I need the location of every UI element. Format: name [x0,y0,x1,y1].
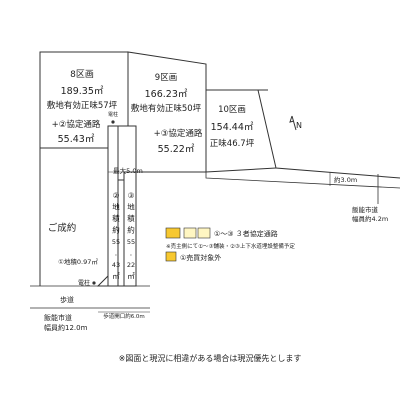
bottom-road-width: 幅員約12.0m [44,323,88,332]
lot-9-name: 9区画 [155,73,177,83]
passage-char: 積 [127,213,135,223]
passage-1-shape [96,274,109,287]
passage-char: 43 [112,261,120,269]
legend-note: ※売主側にて①～③舗装・②③上下水道埋設整備予定 [166,242,295,250]
lot-8-area-tsubo: 敷地有効正味57坪 [47,100,118,111]
lot-9-area: 166.23㎡ [145,89,188,100]
passage-char: ㎡ [112,272,120,281]
passage-width-label: 最大5.0m [113,166,143,175]
passage-char: . [115,249,117,258]
passage-char: 22 [127,261,135,269]
passage-char: 積 [112,213,120,223]
passage-char: . [130,249,132,258]
legend-sale-label: ①売買対象外 [180,253,221,262]
passage-char: 55 [112,238,120,246]
passage-char: 地 [112,202,120,212]
lot-9-area-tsubo: 敷地有効正味50坪 [131,103,202,114]
legend-swatch-p3 [197,227,211,239]
utility-pole-icon [111,120,115,124]
frontage-label: 歩道開口約6.0m [103,312,145,320]
legend-agreement-label: ①～③ ３者協定通路 [214,229,278,238]
passage-1-pole-icon [92,281,96,285]
legend-swatch-p2 [183,227,197,239]
legend-swatch-p1 [165,227,181,239]
legend-swatch-sale [165,251,177,262]
passage-3-label: ③ 地積約 55. 22 ㎡ [127,191,135,281]
right-road-edge [205,172,401,189]
lot-10-outline [205,64,401,179]
passage-char: ② [113,191,120,200]
passage-1-pole-label: 電柱 [78,279,90,287]
lot-8-shared: +②協定通路 [52,119,101,130]
lot-10-name: 10区画 [218,105,246,115]
right-dim-label: 約3.0m [334,175,357,184]
passage-char: 地 [127,202,135,212]
lot-9-shared: +③協定通路 [154,128,203,139]
passage-2-label: ② 地積約 55. 43 ㎡ [112,191,120,281]
lot-8-area: 189.35㎡ [61,86,104,97]
passage-char: ③ [128,191,135,200]
utility-pole-label: 電柱 [108,111,118,118]
passage-char: 約 [112,225,120,235]
sold-label: ご成約 [48,222,77,234]
footer-note: ※図面と現況に相違がある場合は現況優先とします [119,353,302,363]
passage-char: ㎡ [127,272,135,281]
bottom-road-name: 飯能市道 [44,313,72,322]
passage-1-area-label: ①地積0.97㎡ [58,257,98,266]
passage-char: 55 [127,238,135,246]
lot-9-shared-area: 55.22㎡ [158,144,195,155]
lot-10-area: 154.44㎡ [211,122,254,133]
compass-label: N [296,121,302,130]
lot-8-shared-area: 55.43㎡ [58,134,95,145]
compass-icon [289,115,297,131]
lot-8-name: 8区画 [70,69,94,80]
passage-char: 約 [127,225,135,235]
right-road-name: 飯能市道 [352,205,379,214]
sidewalk-label: 歩道 [60,295,74,304]
right-road-width: 幅員約4.2m [352,214,388,223]
lot-9-10-divider [205,167,277,173]
lot-10-area-tsubo: 正味46.7坪 [210,138,255,149]
